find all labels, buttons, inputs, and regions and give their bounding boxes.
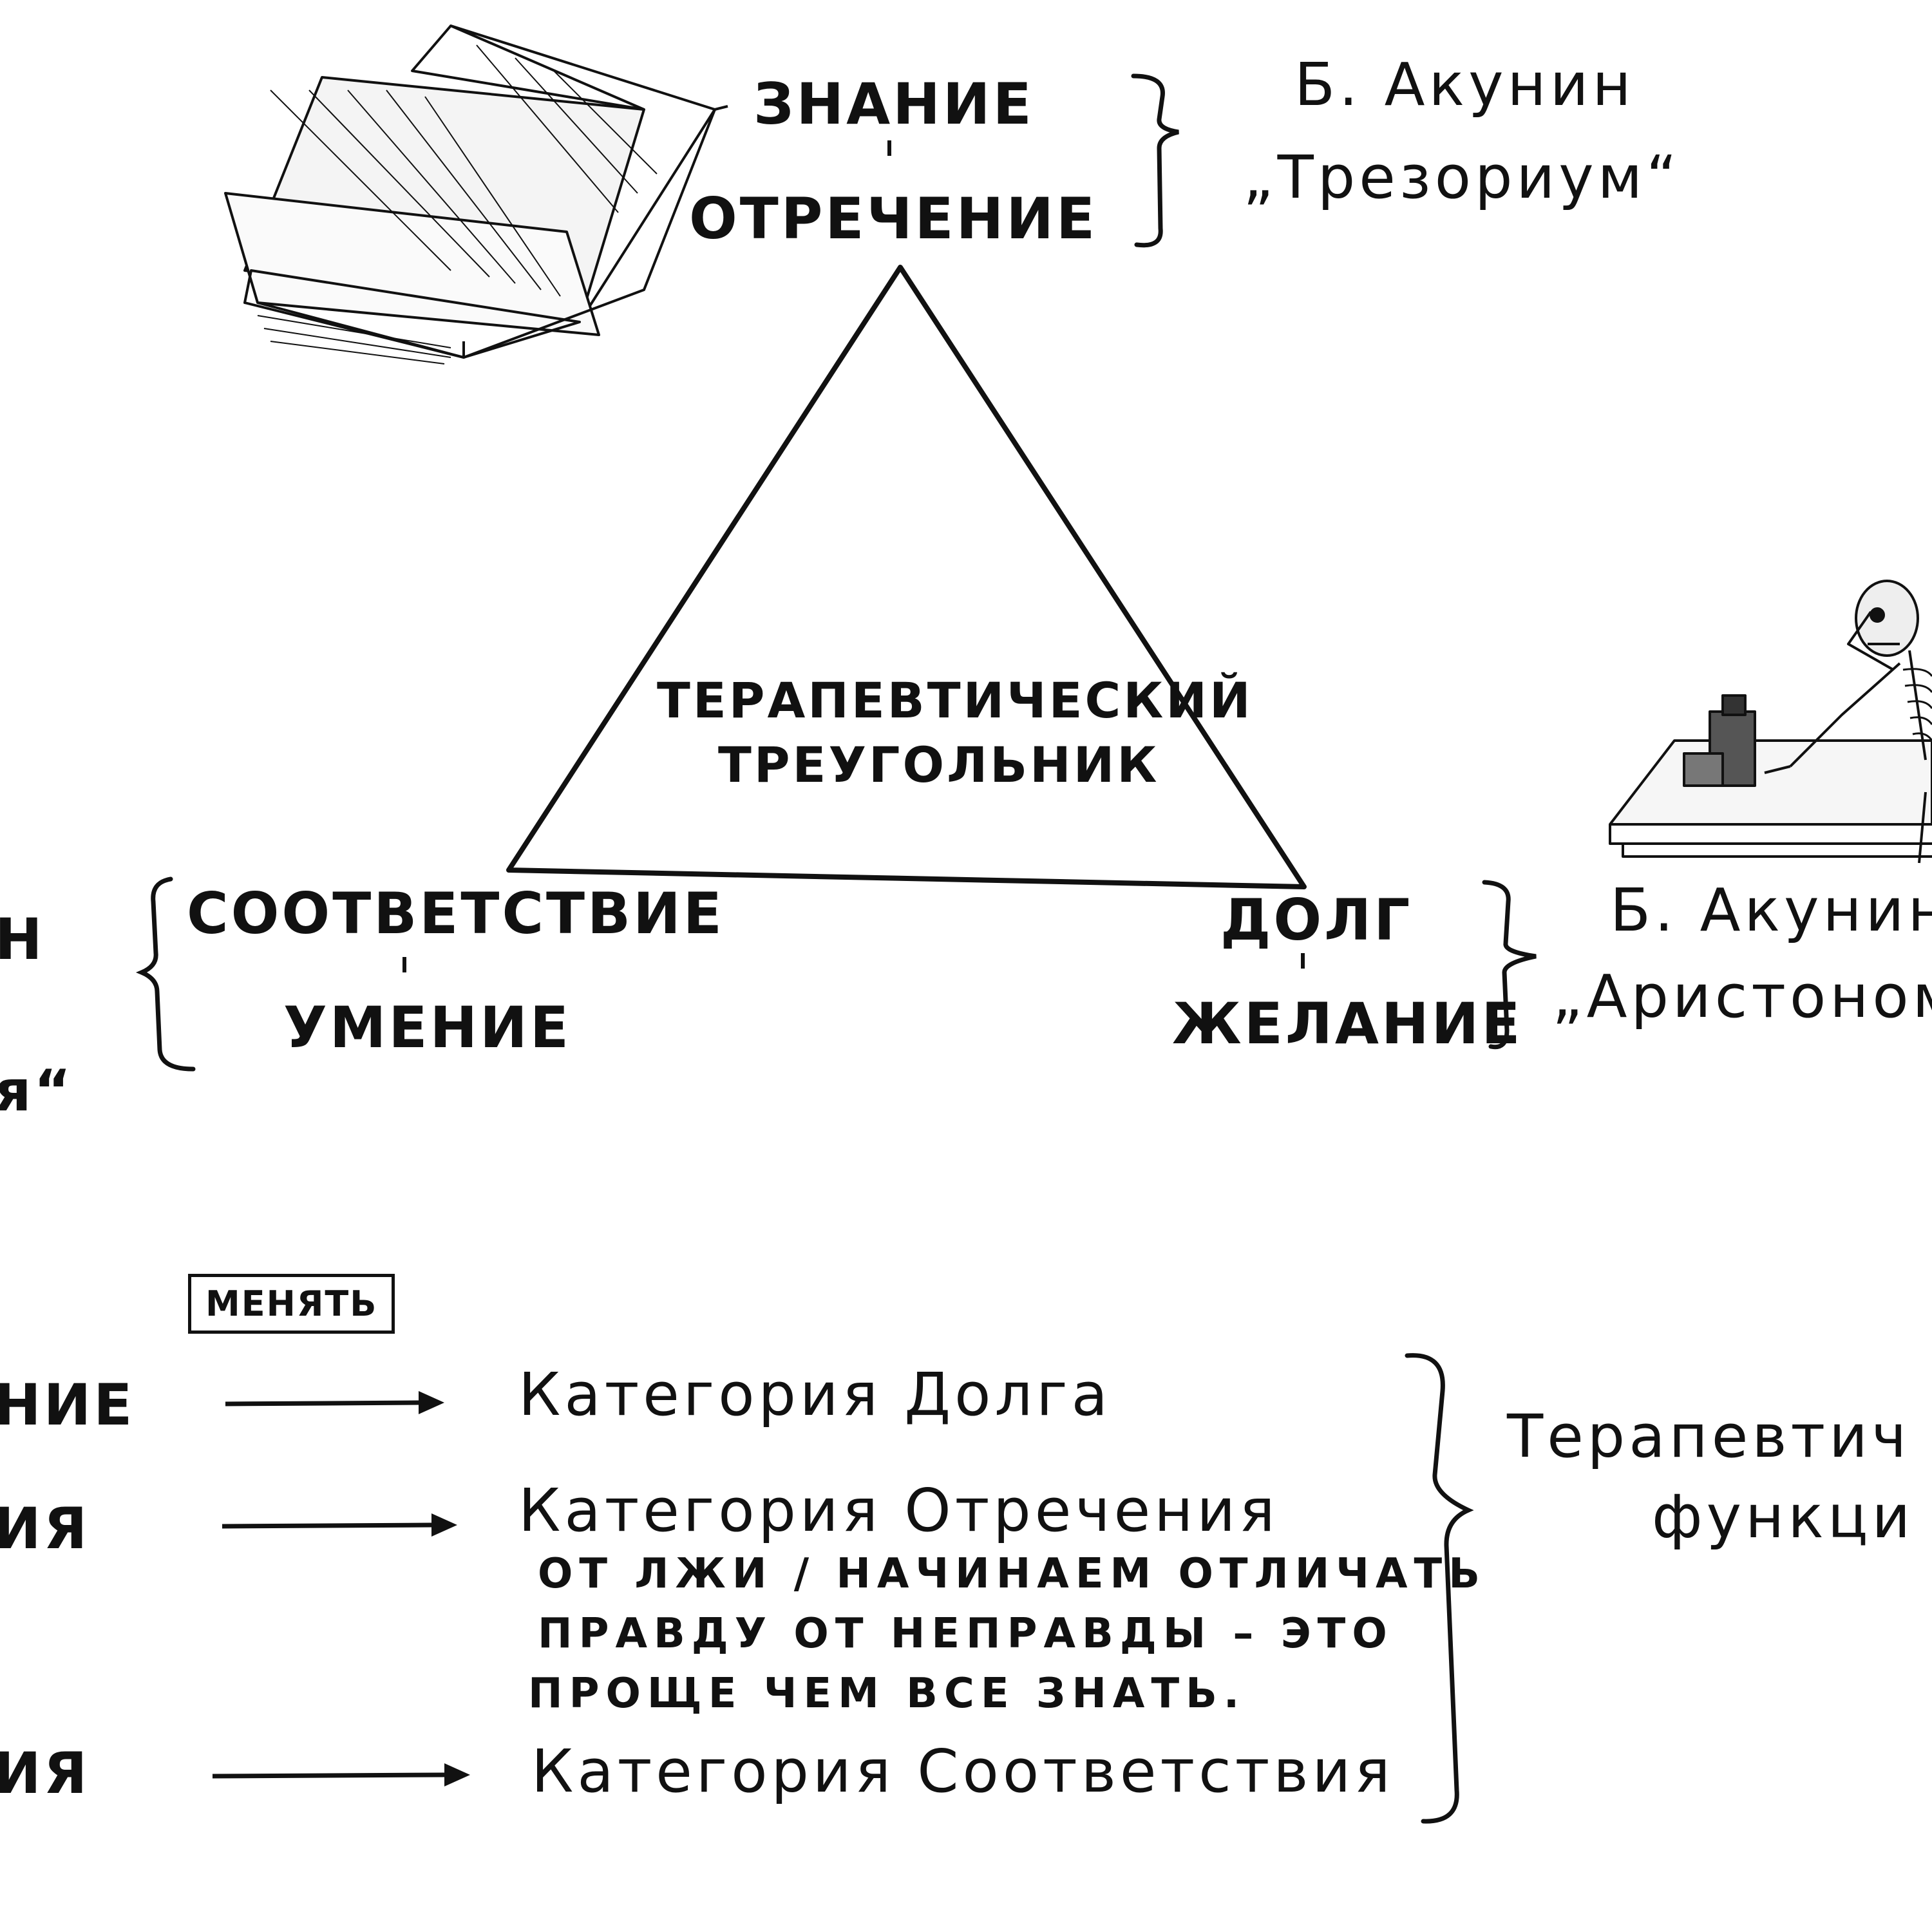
label-otrechenie: отречение — [689, 185, 1098, 252]
work-right: „Аристоном — [1552, 962, 1932, 1031]
therapeutic-triangle — [506, 265, 1307, 889]
skeleton-at-desk-illustration — [1609, 580, 1932, 864]
cut-row2: ия — [0, 1495, 90, 1562]
work-top: „Трезориум“ — [1243, 143, 1681, 212]
triangle-title-line1: терапевтический — [657, 672, 1253, 729]
note-line1: от лжи / начинаем отличать — [538, 1550, 1486, 1598]
label-umenie: умение — [283, 994, 571, 1061]
category-row3: Категория Соответствия — [531, 1737, 1394, 1806]
label-zhelanie: желание — [1172, 990, 1523, 1057]
divider-tick-top — [887, 140, 891, 156]
open-book-illustration — [224, 24, 728, 365]
function-line2: функци — [1652, 1482, 1915, 1551]
cut-row3: ия — [0, 1740, 90, 1806]
cut-text-left-bottom: я“ — [0, 1057, 74, 1124]
brace-bottom — [1405, 1353, 1474, 1824]
arrow-row-1 — [225, 1391, 444, 1414]
brace-top-right — [1131, 73, 1179, 248]
divider-tick-right — [1301, 953, 1305, 969]
arrow-row-3 — [212, 1763, 470, 1786]
divider-tick-left — [402, 957, 406, 972]
label-znanie: знание — [753, 71, 1034, 137]
brace-left — [135, 876, 196, 1072]
category-row1: Категория Долга — [518, 1360, 1112, 1429]
note-line2: правду от неправды – это — [538, 1610, 1394, 1658]
cut-text-left-top: н — [0, 906, 45, 972]
arrow-row-2 — [222, 1513, 457, 1537]
triangle-title-line2: треугольник — [718, 736, 1160, 793]
note-line3: проще чем все знать. — [528, 1670, 1246, 1718]
brace-right-corner — [1482, 880, 1537, 1050]
function-line1: Терапевтич — [1507, 1402, 1911, 1471]
label-sootvetstvie: соответствие — [187, 880, 724, 947]
category-row2: Категория Отречения — [518, 1476, 1279, 1545]
author-top: Б. Акунин — [1294, 50, 1635, 119]
change-label-box: менять — [188, 1274, 395, 1334]
label-dolg: долг — [1220, 887, 1413, 953]
author-right: Б. Акунин — [1610, 876, 1932, 945]
cut-row1: ние — [0, 1372, 135, 1438]
